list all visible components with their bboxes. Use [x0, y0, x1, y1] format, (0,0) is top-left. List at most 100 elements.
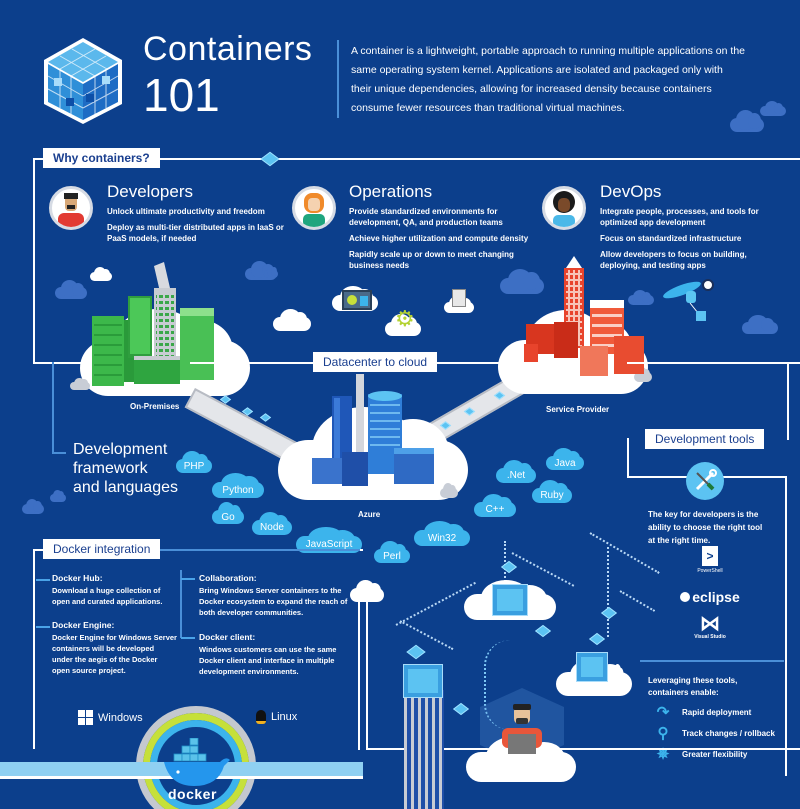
document-icon: [452, 289, 466, 307]
dotted-line: [399, 620, 454, 651]
eclipse-label: eclipse: [692, 589, 740, 605]
dev-tools-frame-connector: [787, 362, 789, 440]
decor-cloud: [55, 280, 87, 299]
container-cube-icon: [406, 644, 426, 660]
container-cube-icon: [588, 632, 606, 646]
container-cube-icon: [600, 606, 618, 620]
operations-avatar: [292, 186, 336, 230]
linux-label: Linux: [271, 711, 298, 723]
developer-avatar: [49, 186, 93, 230]
docker-hub-title: Docker Hub:: [52, 573, 103, 583]
on-premises-label: On-Premises: [130, 402, 180, 411]
red-buildings-icon: [524, 256, 654, 386]
docker-frame-right: [160, 549, 360, 551]
docker-tick: [36, 626, 50, 628]
tux-penguin-icon: [256, 710, 266, 724]
devops-avatar: [542, 186, 586, 230]
visual-studio-icon: ⋈ Visual Studio: [686, 614, 734, 640]
eclipse-icon: eclipse: [680, 589, 740, 605]
container-stack-icon: [403, 664, 443, 698]
container-stack-icon: [576, 652, 608, 682]
powershell-label: PowerShell: [697, 568, 723, 574]
framework-title-line3: and languages: [73, 479, 178, 496]
point: Allow developers to focus on building, d…: [600, 250, 747, 270]
decor-cloud: [628, 289, 654, 305]
header-description: A container is a lightweight, portable a…: [351, 45, 746, 114]
point: Provide standardized environments for de…: [349, 207, 503, 227]
azure-label: Azure: [358, 510, 381, 519]
visual-studio-label: Visual Studio: [694, 634, 726, 640]
logo-cube-icon: [42, 36, 124, 126]
docker-client: Docker client: Windows customers can use…: [199, 632, 354, 677]
header-divider: [337, 40, 339, 118]
docker-client-title: Docker client:: [199, 632, 256, 642]
container-cube-icon: [259, 413, 272, 422]
dotted-line: [511, 552, 575, 587]
docker-hub: Docker Hub: Download a huge collection o…: [52, 573, 177, 607]
rainbow-arc: [143, 713, 249, 809]
operations-points: Provide standardized environments for de…: [349, 206, 529, 276]
decor-cloud: [264, 265, 278, 278]
framework-title-line1: Development: [73, 441, 168, 458]
dev-tools-label: Development tools: [645, 429, 765, 449]
collaboration-title: Collaboration:: [199, 573, 257, 583]
left-tower-cloud: [350, 580, 384, 602]
language-cloud-win32: Win32: [414, 521, 470, 546]
linux-logo: Linux: [256, 710, 297, 724]
dev-tools-frame-top: [627, 362, 800, 440]
why-containers-label: Why containers?: [43, 148, 160, 168]
point: Achieve higher utilization and compute d…: [349, 234, 529, 243]
container-cube-icon: [534, 624, 552, 638]
framework-connector: [52, 362, 66, 454]
framework-title-line2: framework: [73, 460, 148, 477]
point: Focus on standardized infrastructure: [600, 234, 742, 243]
magnifier-icon: ⚲: [657, 725, 669, 742]
docker-collaboration: Collaboration: Bring Windows Server cont…: [199, 573, 354, 618]
docker-engine-title: Docker Engine:: [52, 620, 115, 630]
decor-cloud: [760, 100, 786, 116]
windows-icon: [78, 710, 93, 725]
developers-points: Unlock ultimate productivity and freedom…: [107, 206, 287, 249]
decor-cloud: [440, 482, 458, 498]
language-cloud-java: Java: [546, 448, 584, 470]
persona-title-operations: Operations: [349, 182, 433, 201]
decor-cloud: [50, 489, 66, 502]
windows-logo: Windows: [78, 710, 143, 725]
language-cloud-go: Go: [212, 502, 244, 524]
decor-cloud: [730, 110, 764, 132]
binary-stream: [484, 640, 510, 730]
skyscraper-icon: [404, 690, 444, 809]
benefits-intro: Leveraging these tools, containers enabl…: [648, 676, 738, 697]
container-cube-icon: [452, 702, 470, 716]
benefit-greater-flexibility: ✵ Greater flexibility: [654, 745, 748, 763]
dev-tools-frame: [627, 438, 789, 478]
developer-laptop-icon: [496, 702, 548, 762]
docker-hub-text: Download a huge collection of open and c…: [52, 586, 163, 606]
wrench-screwdriver-icon: [686, 462, 724, 500]
dev-tools-description: The key for developers is the ability to…: [648, 510, 763, 545]
docker-whale-icon: [160, 737, 236, 788]
docker-tick: [181, 578, 195, 580]
language-cloud-perl: Perl: [374, 541, 410, 563]
devops-points: Integrate people, processes, and tools f…: [600, 206, 780, 276]
benefit-rapid-deployment: ↷ Rapid deployment: [654, 703, 752, 721]
blue-buildings-icon: [312, 372, 452, 490]
docker-subframe: [180, 570, 182, 638]
bottom-pipe: [366, 748, 800, 750]
dotted-line: [607, 547, 609, 637]
green-buildings-icon: [92, 258, 222, 388]
docker-wordmark: docker: [168, 786, 217, 802]
language-cloud-cpp: C++: [474, 493, 516, 517]
datacenter-to-cloud-label: Datacenter to cloud: [313, 352, 438, 372]
page-title-line1: Containers: [143, 30, 313, 68]
powershell-icon: > PowerShell: [690, 546, 730, 574]
point: Deploy as multi-tier distributed apps in…: [107, 223, 284, 243]
dev-tools-divider: [640, 660, 784, 662]
docker-integration-label: Docker integration: [43, 539, 161, 559]
gear-icon: ⚙: [395, 306, 415, 331]
service-provider-label: Service Provider: [546, 405, 610, 414]
language-cloud-php: PHP: [176, 451, 212, 473]
drone-icon: [660, 277, 720, 327]
language-cloud-node: Node: [252, 511, 292, 535]
network-icon: ✵: [656, 746, 670, 763]
